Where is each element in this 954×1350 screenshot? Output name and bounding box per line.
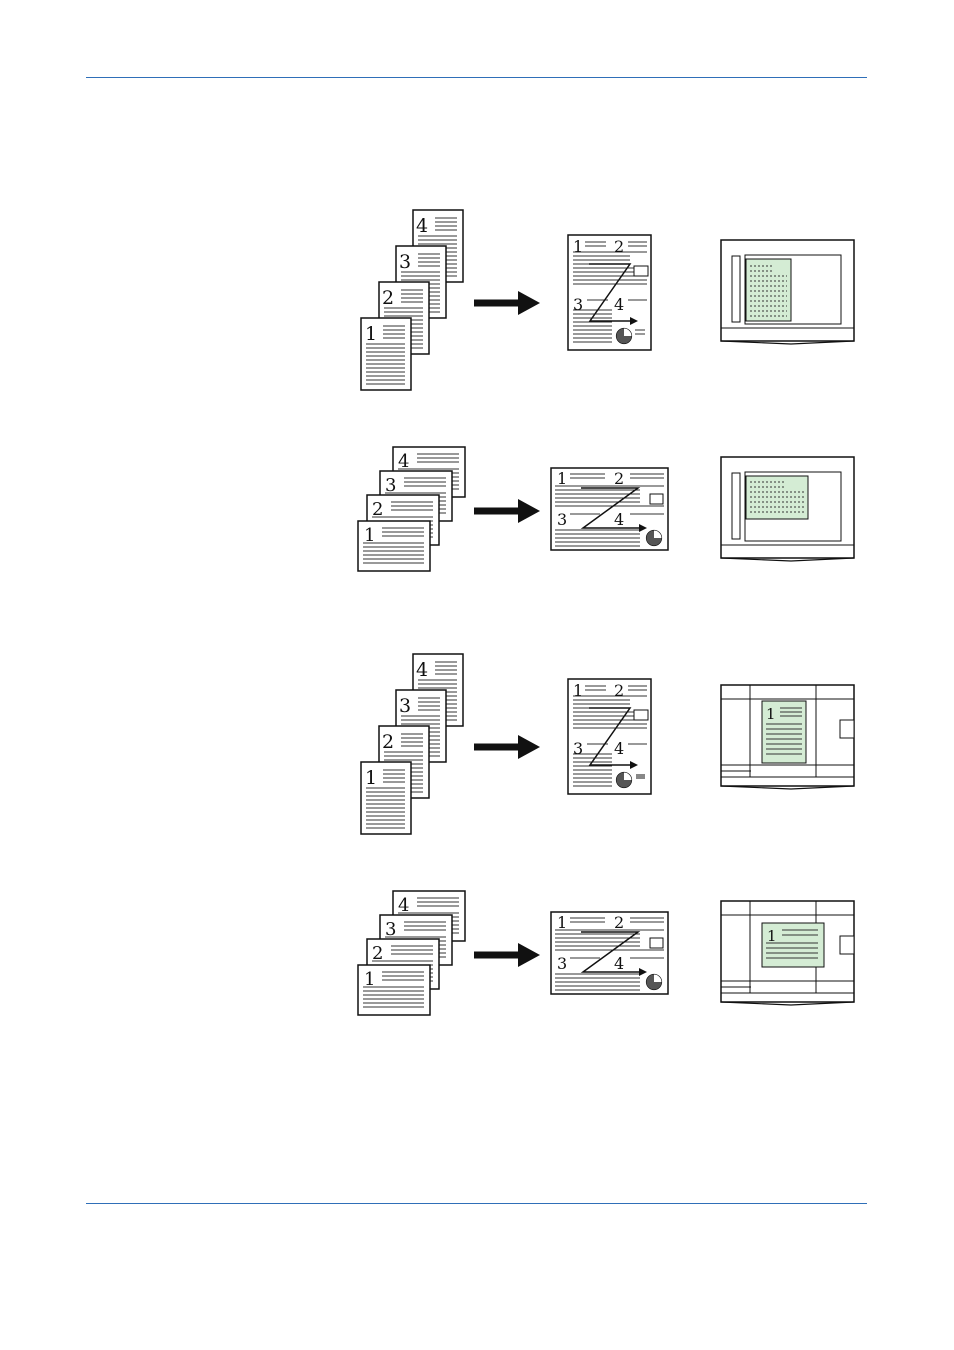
diagram-row-2: 4 3 2 1 1 2 3 4	[357, 446, 855, 572]
page-num-4: 4	[614, 510, 624, 529]
page-num-3: 3	[573, 739, 583, 758]
page-num-3: 3	[385, 475, 396, 496]
diagram-row-4: 4 3 2 1 1 2 3 4	[357, 890, 855, 1016]
original-stack-portrait: 4 3 2 1	[360, 653, 464, 835]
header-rule	[86, 77, 867, 78]
footer-rule	[86, 1203, 867, 1204]
page-num-2: 2	[382, 287, 394, 309]
output-4in1-landscape: 1 2 3 4	[550, 911, 669, 995]
page-num-4: 4	[416, 215, 428, 237]
document-processor-portrait: 1	[720, 684, 855, 790]
page-num-2: 2	[372, 943, 383, 964]
placed-page-num: 1	[766, 705, 776, 723]
page-num-1: 1	[573, 237, 583, 256]
pie-chart-icon	[645, 529, 663, 547]
page-num-1: 1	[364, 969, 375, 990]
page-num-2: 2	[372, 499, 383, 520]
page-num-4: 4	[398, 451, 409, 472]
diagram-row-3: 4 3 2 1 1	[360, 653, 855, 835]
arrow-icon	[474, 291, 540, 315]
page-num-2: 2	[614, 237, 624, 256]
original-stack-landscape: 4 3 2 1	[357, 446, 466, 572]
arrow-icon	[474, 499, 540, 523]
arrow-icon	[474, 943, 540, 967]
output-4in1-portrait: 1 2 3 4	[567, 678, 652, 795]
page-num-3: 3	[557, 510, 567, 529]
document-processor-landscape: 1	[720, 900, 855, 1006]
original-stack-portrait: 4 3 2 1	[360, 209, 464, 391]
page-num-4: 4	[416, 659, 428, 681]
page-num-4: 4	[614, 295, 624, 314]
page-num-3: 3	[385, 919, 396, 940]
page-num-2: 2	[382, 731, 394, 753]
page-num-2: 2	[614, 913, 624, 932]
page-num-2: 2	[614, 469, 624, 488]
pie-chart-icon	[615, 327, 633, 345]
page-num-2: 2	[614, 681, 624, 700]
page-num-3: 3	[399, 251, 411, 273]
platen-glass-landscape	[720, 456, 855, 562]
page-num-1: 1	[557, 913, 567, 932]
placed-page-num: 1	[767, 927, 777, 945]
page-num-1: 1	[365, 323, 377, 345]
page-num-3: 3	[573, 295, 583, 314]
page-num-3: 3	[557, 954, 567, 973]
arrow-icon	[474, 735, 540, 759]
page-num-4: 4	[398, 895, 409, 916]
output-4in1-portrait: 1 2 3 4	[567, 234, 652, 351]
page-num-1: 1	[364, 525, 375, 546]
diagram-row-1: 4 3 2 1	[360, 209, 855, 391]
page-num-3: 3	[399, 695, 411, 717]
page-num-1: 1	[557, 469, 567, 488]
page-num-1: 1	[365, 767, 377, 789]
page-num-4: 4	[614, 739, 624, 758]
output-4in1-landscape: 1 2 3 4	[550, 467, 669, 551]
page-num-1: 1	[573, 681, 583, 700]
platen-glass-portrait	[720, 239, 855, 345]
original-stack-landscape: 4 3 2 1	[357, 890, 466, 1016]
page-num-4: 4	[614, 954, 624, 973]
pie-chart-icon	[615, 771, 633, 789]
pie-chart-icon	[645, 973, 663, 991]
